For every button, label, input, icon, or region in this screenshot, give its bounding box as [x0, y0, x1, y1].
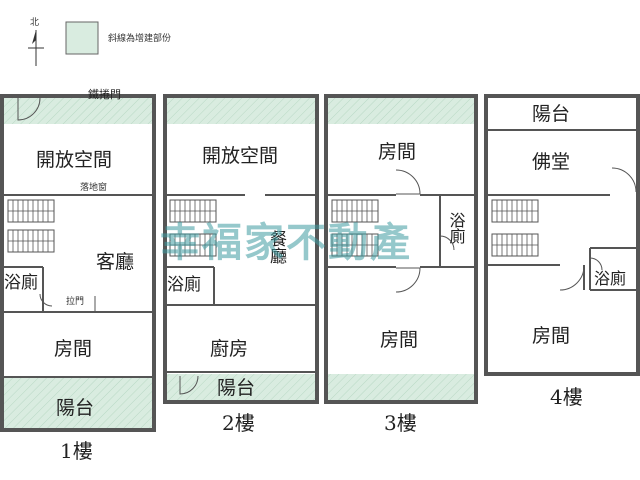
floor4-bedroom-label: 房間: [532, 325, 570, 347]
floor3-back-extension: [327, 374, 475, 400]
floor-3-plan: 房間 浴廁 房間 3樓: [324, 94, 478, 435]
floor2-kitchen-label: 廚房: [210, 337, 248, 360]
floor3-bathroom-label: 浴廁: [447, 212, 466, 245]
floor-2-plan: 開放空間 餐廳 浴廁 廚房 陽台 2樓: [163, 94, 319, 435]
floor2-open-space-label: 開放空間: [202, 145, 278, 167]
floor1-bedroom-label: 房間: [54, 338, 92, 360]
floor4-balcony-label: 陽台: [532, 103, 570, 125]
legend: 北 斜線為增建部份: [28, 17, 171, 66]
north-label: 北: [30, 17, 39, 28]
floor-1-plan: 鐵捲門 開放空間 落地窗 客廳 浴廁 拉門 房間 陽台 1樓: [0, 87, 156, 463]
hatch-swatch: [65, 21, 99, 55]
floor1-open-space-label: 開放空間: [36, 149, 112, 171]
floor1-balcony-label: 陽台: [56, 397, 94, 419]
floor1-balcony-area: [3, 378, 153, 428]
watermark: 幸福家不動產: [160, 220, 412, 266]
floor4-bathroom-label: 浴廁: [594, 269, 626, 288]
floor1-floor-window-label: 落地窗: [80, 181, 107, 193]
floor2-front-extension: [166, 98, 316, 124]
floor2-balcony-area: [166, 374, 316, 402]
floor1-sliding-door-label: 拉門: [66, 295, 84, 307]
floor4-shrine-label: 佛堂: [532, 151, 570, 173]
floor2-balcony-label: 陽台: [217, 377, 255, 399]
floor1-label: 1樓: [60, 439, 93, 463]
floor1-rolling-door-label: 鐵捲門: [88, 87, 121, 101]
floor3-bedroom-top-label: 房間: [378, 141, 416, 163]
floor3-label: 3樓: [384, 411, 417, 435]
floor2-dining-label: 餐廳: [266, 230, 287, 264]
floor1-front-extension: [3, 98, 153, 124]
north-arrow-icon: [28, 30, 44, 66]
floor4-label: 4樓: [550, 385, 583, 409]
floor2-bathroom-label: 浴廁: [167, 274, 201, 295]
hatch-legend-label: 斜線為增建部份: [108, 32, 171, 44]
floor3-bedroom-bottom-label: 房間: [380, 329, 418, 351]
floor2-label: 2樓: [222, 411, 255, 435]
floor1-bathroom-label: 浴廁: [4, 272, 38, 293]
floor3-front-extension: [327, 98, 475, 124]
floor-4-plan: 陽台 佛堂 浴廁 房間 4樓: [484, 94, 640, 409]
floor1-living-room-label: 客廳: [96, 251, 134, 273]
